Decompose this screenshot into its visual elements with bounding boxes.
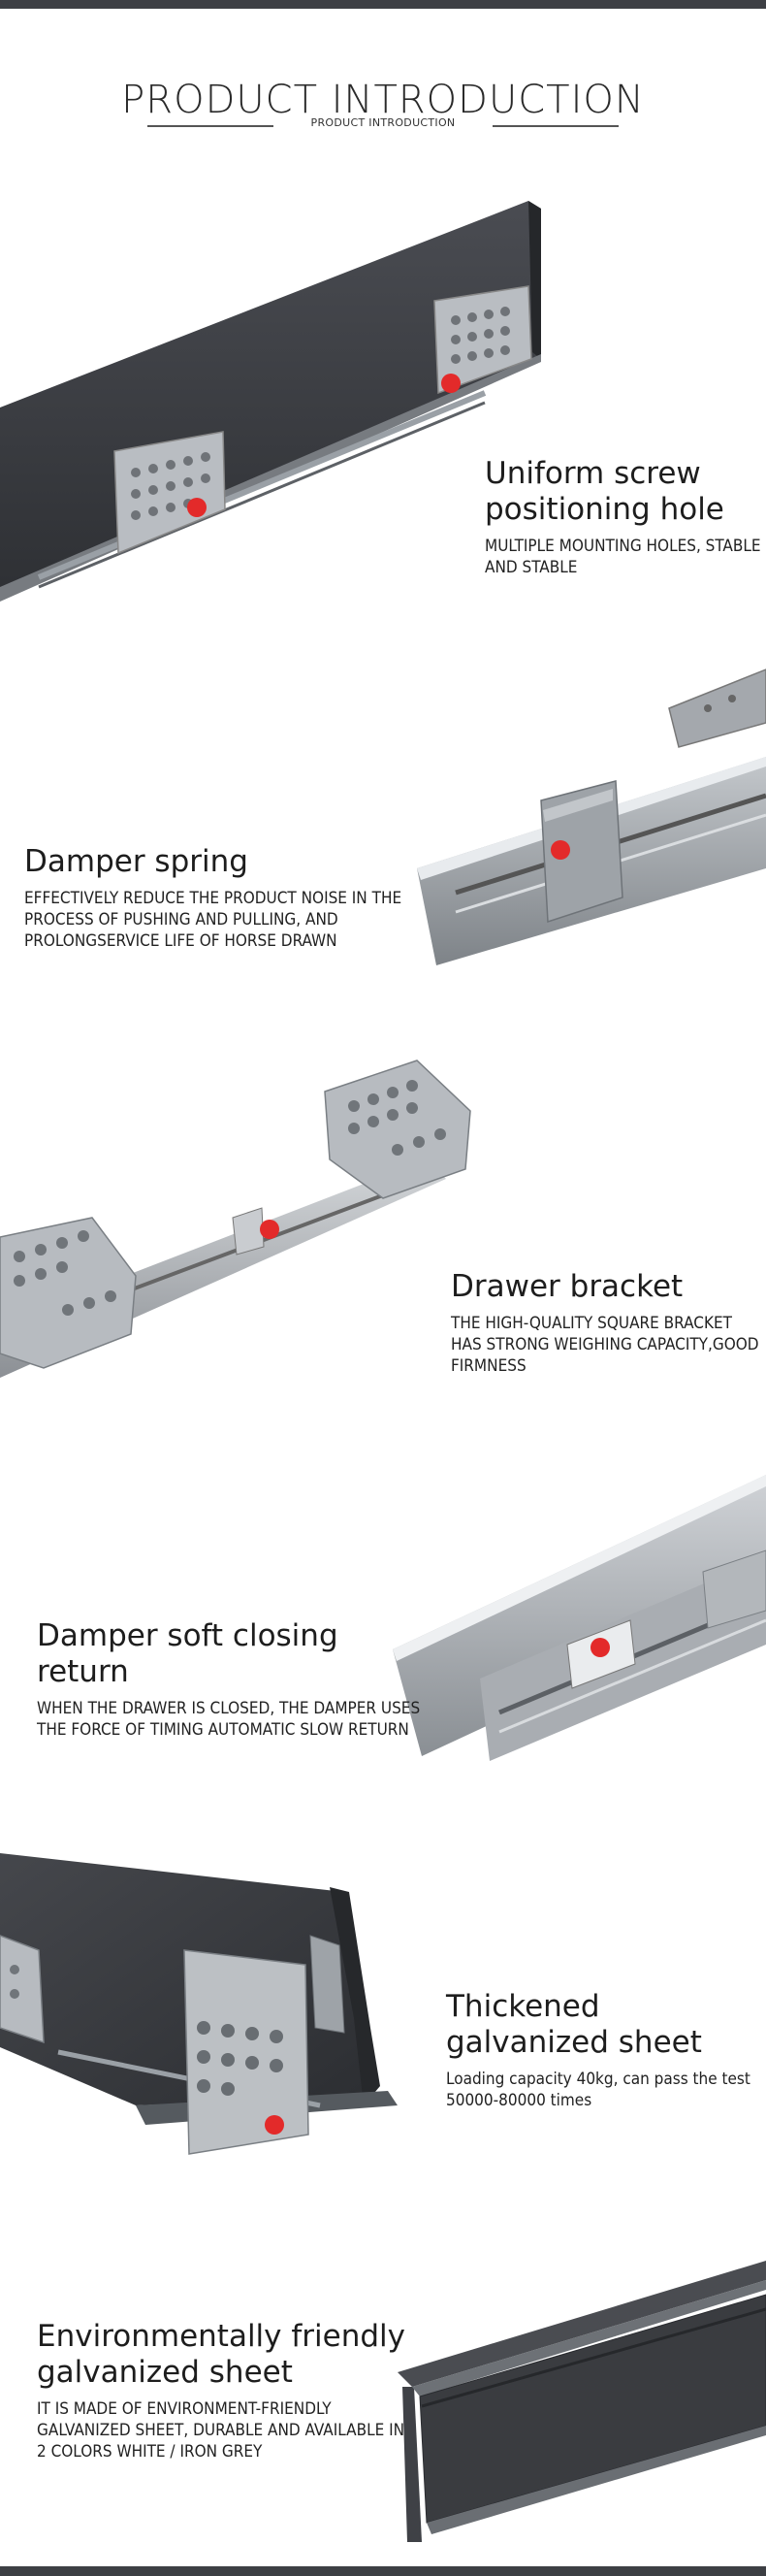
feature-description: WHEN THE DRAWER IS CLOSED, THE DAMPER US…	[37, 1699, 421, 1740]
title-rule-right	[493, 125, 619, 127]
feature-description: Loading capacity 40kg, can pass the test…	[446, 2070, 750, 2110]
title-rule-left	[147, 125, 273, 127]
highlight-dot	[551, 840, 570, 860]
feature-title: Environmentally friendly galvanized shee…	[37, 2319, 405, 2390]
feature-description: THE HIGH-QUALITY SQUARE BRACKET HAS STRO…	[451, 1314, 759, 1376]
feature-description: IT IS MADE OF ENVIRONMENT-FRIENDLY GALVA…	[37, 2399, 405, 2462]
highlight-dot	[590, 1638, 610, 1657]
feature-description: EFFECTIVELY REDUCE THE PRODUCT NOISE IN …	[24, 889, 402, 951]
feature-thickened-sheet: Thickened galvanized sheet Loading capac…	[446, 1989, 761, 2111]
feature-title: Thickened galvanized sheet	[446, 1989, 702, 2060]
page-title: PRODUCT INTRODUCTION	[121, 78, 645, 122]
feature-title: Damper spring	[24, 844, 248, 879]
page-subtitle: PRODUCT INTRODUCTION	[310, 116, 456, 129]
feature-drawer-bracket: Drawer bracket THE HIGH-QUALITY SQUARE B…	[451, 1269, 761, 1377]
feature-title: Damper soft closing return	[37, 1618, 338, 1689]
highlight-dot	[187, 498, 207, 517]
drawer-frame-image	[398, 2261, 766, 2542]
drawer-bracket-image	[0, 1060, 471, 1378]
feature-soft-close: Damper soft closing return WHEN THE DRAW…	[37, 1618, 425, 1741]
highlight-dot	[260, 1220, 279, 1239]
bottom-border-bar	[0, 2566, 766, 2576]
feature-description: MULTIPLE MOUNTING HOLES, STABLE AND STAB…	[485, 537, 761, 577]
highlight-dot	[441, 374, 461, 393]
feature-eco-sheet: Environmentally friendly galvanized shee…	[37, 2319, 415, 2462]
feature-damper-spring: Damper spring EFFECTIVELY REDUCE THE PRO…	[24, 844, 431, 952]
highlight-dot	[265, 2115, 284, 2135]
damper-soft-close-image	[393, 1475, 766, 1761]
top-border-bar	[0, 0, 766, 9]
feature-screw-holes: Uniform screw positioning hole MULTIPLE …	[485, 456, 761, 578]
drawer-side-panel-image	[0, 201, 541, 602]
damper-spring-image	[417, 668, 766, 965]
feature-title: Drawer bracket	[451, 1269, 684, 1304]
thickened-sheet-image	[0, 1853, 398, 2155]
feature-title: Uniform screw positioning hole	[485, 456, 724, 527]
